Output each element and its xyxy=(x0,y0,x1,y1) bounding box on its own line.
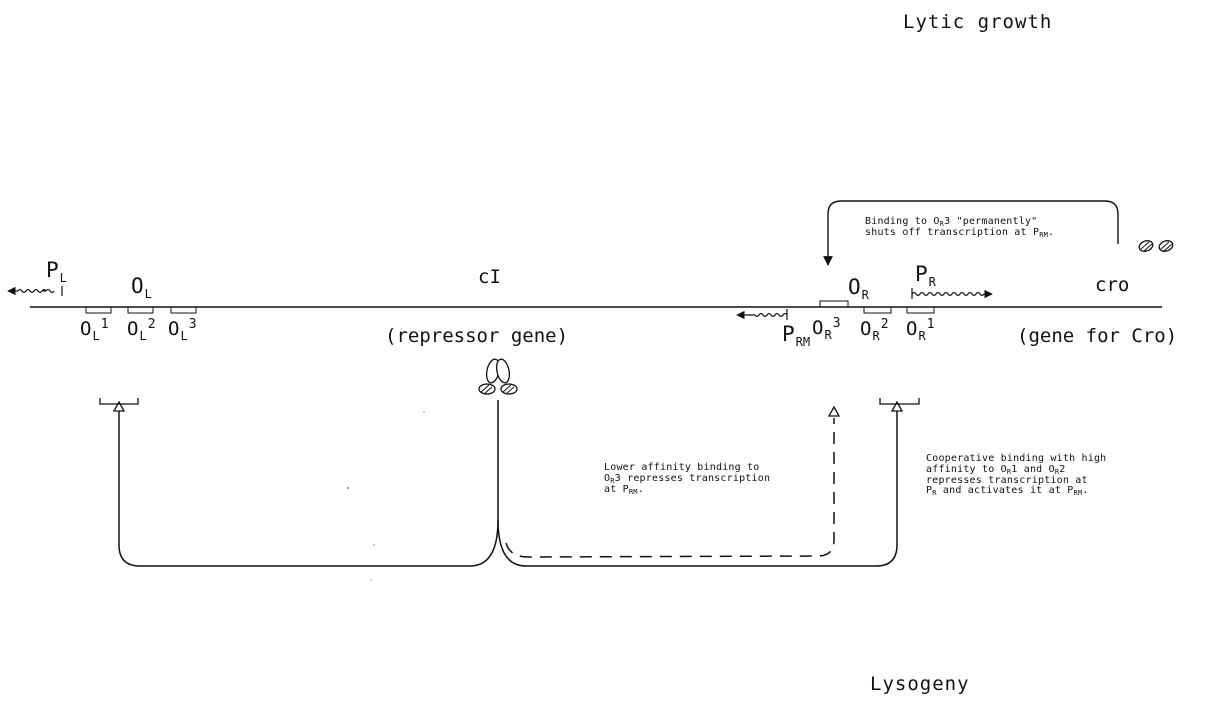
cro-binding-note: Binding to OR3 "permanently" shuts off t… xyxy=(865,217,1054,240)
site-box-ol1 xyxy=(86,307,111,313)
gene-ci-description: (repressor gene) xyxy=(385,327,568,346)
site-or3-label: OR3 xyxy=(812,317,841,341)
promoter-prm-label: PRM xyxy=(782,324,810,348)
binding-brackets xyxy=(100,398,919,404)
operator-or-label: OR xyxy=(848,277,869,301)
cro-dimer-icon xyxy=(1138,239,1175,253)
cooperative-binding-note: Cooperative binding with high affinity t… xyxy=(926,454,1106,498)
repressor-binding-paths xyxy=(114,400,902,566)
repressor-dimer-icon xyxy=(479,358,517,394)
prm-transcription-arrow xyxy=(737,309,787,320)
site-ol1-label: OL1 xyxy=(80,318,109,342)
site-box-or3 xyxy=(820,301,848,307)
gene-ci-label: cI xyxy=(478,268,501,287)
pr-transcription-arrow xyxy=(912,288,992,299)
lytic-growth-heading: Lytic growth xyxy=(903,13,1052,32)
site-box-or1 xyxy=(907,307,934,313)
pl-transcription-arrow xyxy=(8,286,62,296)
promoter-pr-label: PR xyxy=(915,264,936,288)
site-ol3-label: OL3 xyxy=(168,318,197,342)
site-box-ol2 xyxy=(128,307,153,313)
gene-cro-description: (gene for Cro) xyxy=(1017,327,1177,346)
site-ol2-label: OL2 xyxy=(127,318,156,342)
site-or1-label: OR1 xyxy=(906,318,935,342)
promoter-pl-label: PL xyxy=(46,260,67,284)
lysogeny-heading: Lysogeny xyxy=(870,675,970,694)
site-box-or2 xyxy=(864,307,891,313)
gene-cro-label: cro xyxy=(1095,276,1129,295)
site-or2-label: OR2 xyxy=(860,318,889,342)
operator-ol-label: OL xyxy=(131,276,152,300)
specks xyxy=(347,411,425,581)
lower-affinity-note: Lower affinity binding to OR3 represses … xyxy=(604,463,770,496)
site-box-ol3 xyxy=(171,307,196,313)
